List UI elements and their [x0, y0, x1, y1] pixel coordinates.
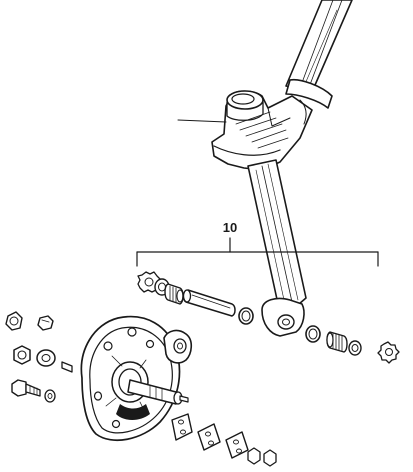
flat-washer — [36, 349, 56, 367]
small-nut-bottom-2 — [263, 449, 277, 467]
spindle-assembly-right — [305, 325, 400, 364]
fork-head-casting — [177, 78, 333, 171]
callout-label: 10 — [223, 220, 237, 235]
fork-leg — [247, 159, 307, 337]
clip-plate-1 — [171, 413, 193, 441]
needle-bearing-left — [164, 283, 184, 305]
stud — [61, 361, 73, 373]
needle-bearing-right — [326, 331, 348, 353]
small-screw — [44, 389, 56, 403]
clip-plate-3 — [225, 431, 249, 459]
axle-stub — [127, 379, 189, 405]
o-ring-left — [238, 307, 254, 325]
hex-nut — [13, 345, 31, 365]
clip-plate-2 — [197, 423, 221, 451]
star-washer-right — [377, 341, 400, 364]
spindle-pin — [182, 289, 236, 317]
fasteners-left — [5, 311, 73, 403]
callout-bracket: 10 — [136, 220, 379, 267]
small-nut — [37, 315, 54, 331]
spindle-assembly-left — [137, 271, 254, 325]
cap-nut — [5, 311, 23, 331]
ring-washer-right — [348, 340, 362, 356]
bottom-clips — [171, 413, 277, 467]
small-nut-bottom-1 — [247, 447, 261, 465]
hex-bolt — [11, 379, 41, 397]
steering-column — [285, 0, 353, 93]
o-ring-right — [305, 325, 321, 343]
